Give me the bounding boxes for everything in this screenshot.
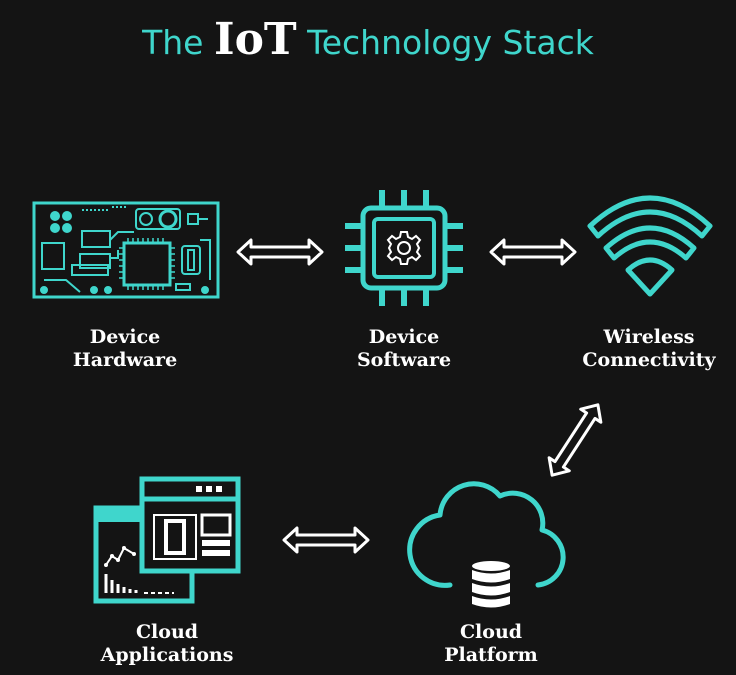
- node-label-device-software: Device Software: [304, 326, 504, 372]
- title-suffix: Technology Stack: [307, 23, 594, 62]
- bidirectional-arrow-software-wireless: [489, 238, 577, 266]
- wifi-icon: [587, 195, 713, 297]
- node-label-cloud-platform: Cloud Platform: [391, 621, 591, 667]
- app-windows-icon: [93, 476, 241, 604]
- title-prefix: The: [142, 23, 204, 62]
- cloud-database-icon: [407, 481, 566, 608]
- bidirectional-arrow-wireless-cloud: [547, 403, 603, 477]
- node-label-line: Platform: [444, 644, 538, 666]
- node-label-wireless-connectivity: Wireless Connectivity: [549, 326, 736, 372]
- node-label-line: Device: [89, 326, 161, 348]
- node-label-line: Device: [368, 326, 440, 348]
- node-label-cloud-applications: Cloud Applications: [67, 621, 267, 667]
- circuit-board-icon: [32, 201, 220, 299]
- node-label-line: Connectivity: [582, 349, 716, 371]
- diagram-title: The IoT Technology Stack: [0, 14, 736, 65]
- chip-gear-icon: [345, 190, 463, 306]
- node-label-line: Wireless: [603, 326, 695, 348]
- bidirectional-arrow-hardware-software: [236, 238, 324, 266]
- node-label-line: Cloud: [135, 621, 199, 643]
- bidirectional-arrow-cloud-applications: [282, 526, 370, 554]
- node-label-line: Hardware: [72, 349, 178, 371]
- node-label-line: Software: [356, 349, 452, 371]
- node-label-device-hardware: Device Hardware: [25, 326, 225, 372]
- node-label-line: Cloud: [459, 621, 523, 643]
- title-emphasis: IoT: [214, 14, 297, 65]
- node-label-line: Applications: [100, 644, 234, 666]
